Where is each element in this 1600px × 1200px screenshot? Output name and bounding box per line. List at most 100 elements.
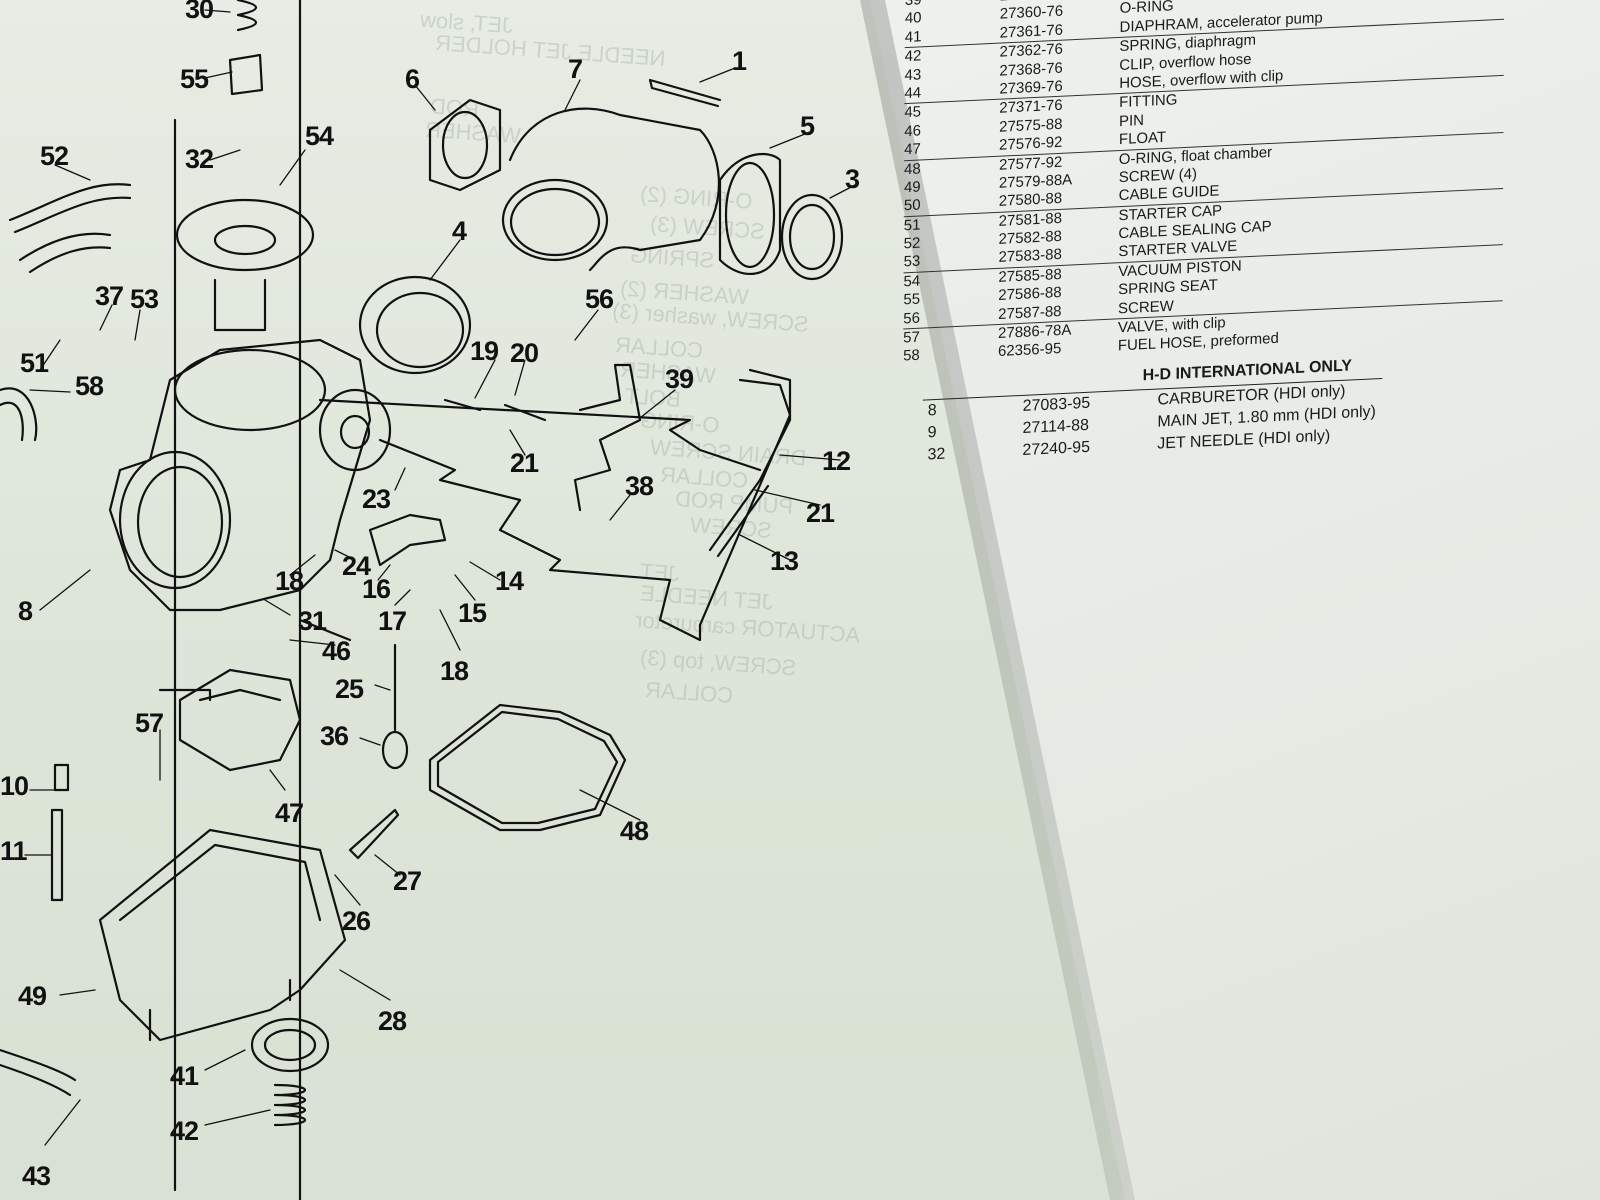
callout-6: 6	[405, 64, 420, 94]
item-number: 49	[903, 178, 921, 197]
assembly-line	[378, 438, 702, 642]
callout-30: 30	[185, 0, 213, 24]
callout-42: 42	[170, 1116, 198, 1146]
part-description: FLOAT	[1118, 128, 1167, 149]
part-43-hose	[0, 1048, 77, 1097]
parts-list: 3927340-90BRACKET, throttle cables402736…	[903, 0, 1505, 467]
item-number: 51	[903, 216, 921, 235]
callout-49: 49	[18, 981, 47, 1011]
part-3-ring	[780, 193, 844, 281]
callout-39: 39	[665, 364, 694, 394]
part-10-jet	[53, 763, 70, 792]
item-number: 48	[904, 159, 921, 178]
callout-28: 28	[378, 1006, 407, 1036]
part-52-hose	[8, 183, 132, 262]
item-number: 56	[903, 309, 921, 328]
item-number: 50	[903, 196, 921, 215]
callout-14: 14	[495, 566, 524, 596]
callout-38: 38	[625, 471, 654, 501]
item-number: 52	[903, 234, 921, 253]
callout-23: 23	[362, 484, 391, 514]
callout-15: 15	[458, 598, 487, 628]
part-58-hose	[0, 387, 38, 442]
callout-31: 31	[298, 606, 327, 636]
part-11-main-jet	[50, 808, 64, 902]
item-number: 47	[904, 140, 921, 159]
callout-36: 36	[320, 721, 349, 751]
part-description: PIN	[1118, 111, 1145, 130]
part-number: 27083-95	[1022, 394, 1091, 415]
part-54-piston	[175, 198, 315, 272]
part-7-mouth	[501, 178, 609, 262]
part-12-cable-guide	[748, 368, 792, 482]
part-28-float-bowl	[98, 828, 347, 1042]
part-7-elbow	[508, 107, 720, 272]
part-30-spring	[236, 0, 258, 32]
callout-55: 55	[180, 64, 209, 94]
callout-21: 21	[806, 498, 835, 528]
item-number: 43	[904, 65, 922, 84]
callout-18: 18	[275, 566, 304, 596]
part-41-diaphragm	[250, 1017, 330, 1073]
callout-51: 51	[20, 348, 49, 378]
part-27-needle	[348, 808, 400, 860]
callout-17: 17	[378, 606, 406, 636]
item-number: 40	[904, 9, 922, 28]
item-number: 42	[904, 47, 922, 66]
item-number: 8	[927, 401, 937, 420]
callout-43: 43	[22, 1161, 51, 1191]
callout-10: 10	[0, 771, 28, 801]
callout-3: 3	[845, 164, 860, 194]
callout-24: 24	[342, 551, 371, 581]
part-number: 27240-95	[1022, 438, 1091, 459]
part-39-bracket	[573, 363, 642, 512]
item-number: 55	[903, 290, 921, 309]
item-number: 41	[904, 28, 922, 46]
callout-16: 16	[362, 574, 391, 604]
item-number: 44	[904, 84, 922, 103]
part-55-spring-seat	[228, 53, 264, 96]
callout-5: 5	[800, 111, 815, 141]
callout-48: 48	[620, 816, 649, 846]
callout-46: 46	[322, 636, 351, 666]
callout-12: 12	[822, 446, 850, 476]
callout-56: 56	[585, 284, 614, 314]
item-number: 53	[903, 253, 921, 271]
part-13-spring	[708, 478, 770, 558]
item-number: 32	[927, 445, 946, 464]
callout-58: 58	[75, 371, 104, 401]
part-48-oring	[428, 703, 627, 832]
callout-11: 11	[0, 836, 28, 866]
callout-32: 32	[185, 144, 213, 174]
callout-26: 26	[342, 906, 371, 936]
part-47-float	[178, 668, 302, 772]
item-number: 45	[904, 103, 922, 122]
assembly-line	[298, 618, 352, 642]
item-number: 54	[903, 272, 921, 291]
callout-47: 47	[275, 798, 303, 828]
callout-8: 8	[18, 596, 33, 626]
assembly-line	[318, 398, 762, 472]
callout-27: 27	[393, 866, 421, 896]
part-19-20-screw-spring	[443, 398, 547, 422]
callout-4: 4	[452, 216, 467, 246]
callout-1: 1	[732, 46, 747, 76]
carburetor-body	[108, 338, 372, 612]
callout-57: 57	[135, 708, 163, 738]
item-number: 9	[927, 423, 937, 442]
part-5-gasket	[718, 152, 782, 275]
callout-53: 53	[130, 284, 159, 314]
part-42-spring	[273, 1083, 307, 1127]
callout-7: 7	[568, 54, 582, 84]
callout-21: 21	[510, 448, 539, 478]
callout-18: 18	[440, 656, 469, 686]
item-number: 57	[903, 328, 920, 347]
part-1-screw	[648, 78, 722, 108]
part-16-lever	[368, 513, 447, 567]
part-4-ring	[358, 275, 472, 375]
part-number: 62356-95	[997, 340, 1062, 361]
item-number: 46	[904, 122, 921, 140]
callout-20: 20	[510, 338, 538, 368]
callout-13: 13	[770, 546, 799, 576]
